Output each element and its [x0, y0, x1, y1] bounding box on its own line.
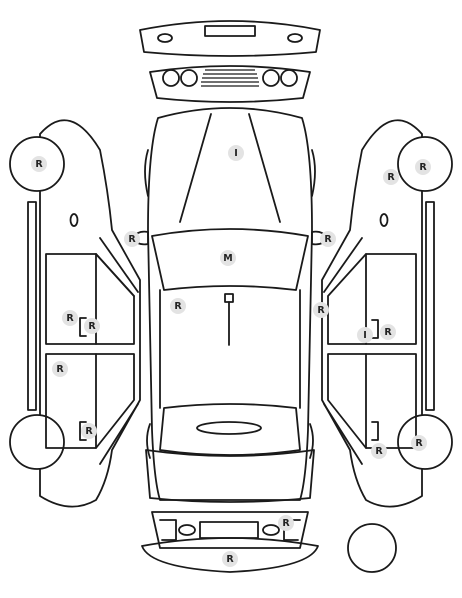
damage-marker-label: M [223, 253, 232, 264]
damage-marker-label: R [384, 327, 392, 338]
damage-marker-left-mirror[interactable]: R [124, 231, 140, 247]
damage-marker-circle [81, 423, 97, 439]
damage-marker-windshield[interactable]: M [220, 250, 236, 266]
car-body-top-view[interactable] [131, 107, 329, 503]
damage-marker-circle [222, 551, 238, 567]
damage-marker-circle [31, 156, 47, 172]
damage-marker-label: R [128, 234, 136, 245]
damage-marker-right-door[interactable]: R [380, 324, 396, 340]
front-grille[interactable] [149, 65, 311, 103]
damage-marker-right-mirror[interactable]: R [320, 231, 336, 247]
damage-marker-rear-bumper-top[interactable]: R [278, 515, 294, 531]
left-side-view[interactable] [9, 119, 141, 508]
damage-marker-label: R [375, 446, 383, 457]
damage-marker-label: I [234, 148, 238, 159]
damage-marker-circle [383, 169, 399, 185]
damage-marker-label: R [226, 554, 234, 565]
damage-marker-circle [52, 361, 68, 377]
damage-marker-right-front-wheel[interactable]: R [415, 159, 431, 175]
damage-marker-circle [411, 435, 427, 451]
damage-marker-right-door-handle[interactable]: I [357, 327, 373, 343]
damage-marker-left-rear-door-b[interactable]: R [81, 423, 97, 439]
damage-marker-circle [220, 250, 236, 266]
spare-wheel[interactable] [347, 523, 397, 573]
damage-marker-circle [415, 159, 431, 175]
damage-marker-circle [320, 231, 336, 247]
damage-marker-label: R [324, 234, 332, 245]
damage-marker-circle [124, 231, 140, 247]
damage-marker-label: R [35, 159, 43, 170]
damage-marker-right-front-fender[interactable]: R [313, 302, 329, 318]
damage-marker-label: R [88, 321, 96, 332]
damage-marker-label: I [363, 330, 367, 341]
damage-marker-label: R [387, 172, 395, 183]
damage-marker-label: R [419, 162, 427, 173]
damage-marker-label: R [282, 518, 290, 529]
damage-marker-label: R [85, 426, 93, 437]
damage-marker-label: R [66, 313, 74, 324]
damage-markers: I R R M R R R R R R R R R I R R R R R [31, 145, 431, 567]
damage-marker-circle [228, 145, 244, 161]
damage-marker-left-rear-door[interactable]: R [52, 361, 68, 377]
damage-marker-rear-bumper[interactable]: R [222, 551, 238, 567]
damage-marker-circle [278, 515, 294, 531]
damage-marker-hood[interactable]: I [228, 145, 244, 161]
damage-marker-left-front-door[interactable]: R [62, 310, 78, 326]
damage-marker-label: R [415, 438, 423, 449]
damage-marker-left-front-door-b[interactable]: R [84, 318, 100, 334]
damage-marker-circle [380, 324, 396, 340]
damage-marker-circle [170, 298, 186, 314]
damage-marker-right-a-pillar[interactable]: R [383, 169, 399, 185]
damage-marker-right-rear-quarter[interactable]: R [371, 443, 387, 459]
damage-marker-circle [313, 302, 329, 318]
damage-marker-label: R [174, 301, 182, 312]
damage-marker-circle [62, 310, 78, 326]
front-bumper[interactable] [139, 20, 321, 57]
damage-marker-circle [371, 443, 387, 459]
damage-marker-circle [84, 318, 100, 334]
damage-marker-right-rear-wheel[interactable]: R [411, 435, 427, 451]
damage-marker-label: R [56, 364, 64, 375]
damage-marker-roof[interactable]: R [170, 298, 186, 314]
damage-marker-label: R [317, 305, 325, 316]
damage-marker-circle [357, 327, 373, 343]
damage-marker-left-front-wheel[interactable]: R [31, 156, 47, 172]
